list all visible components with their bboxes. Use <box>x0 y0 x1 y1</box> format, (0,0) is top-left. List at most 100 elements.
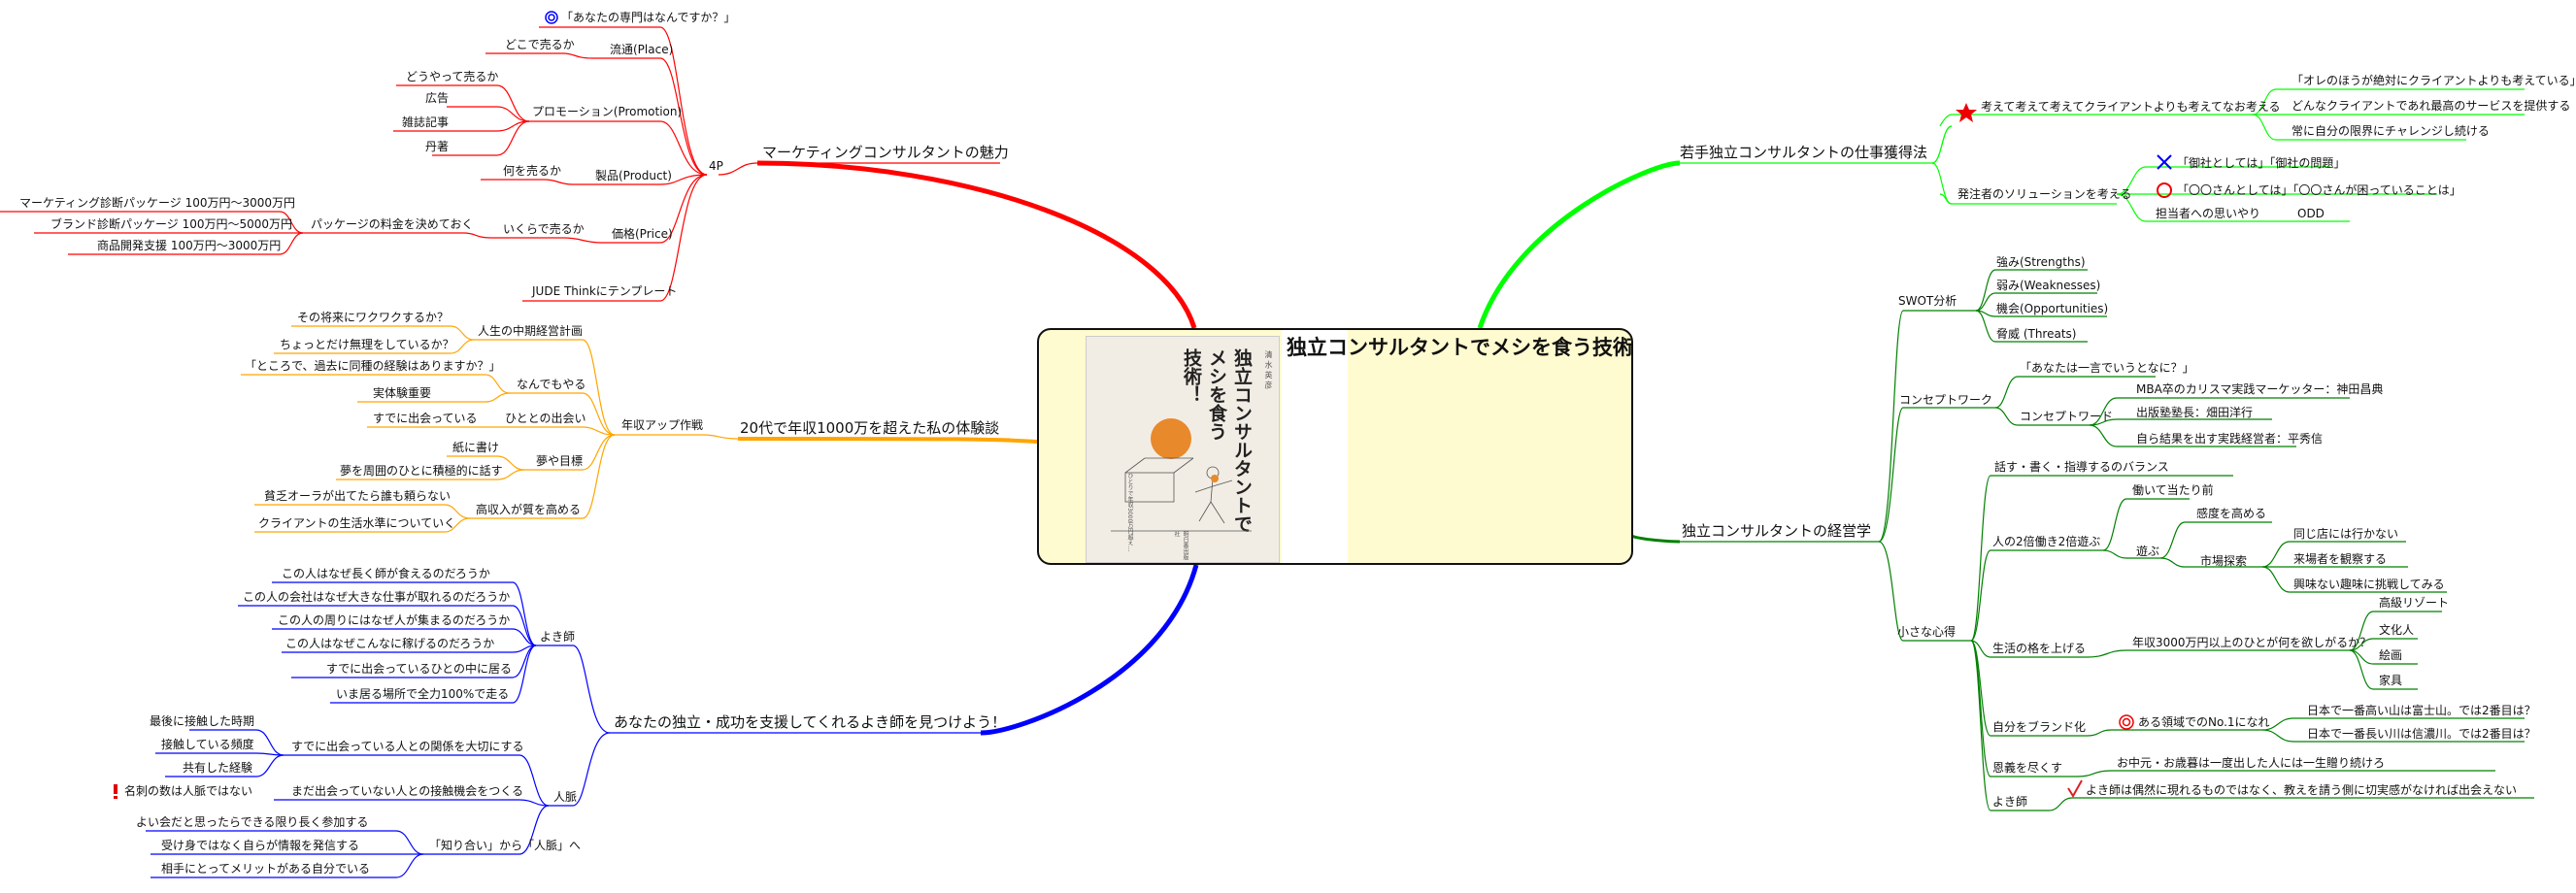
central-topic-title[interactable]: 独立コンサルタントでメシを食う技術！ <box>1287 336 1633 359</box>
market-item[interactable]: 興味ない趣味に挑戦してみる <box>2293 577 2445 591</box>
price-label[interactable]: 価格(Price) <box>612 226 673 241</box>
place-question[interactable]: どこで売るか <box>505 37 575 51</box>
central-topic[interactable]: 独立コンサルタントで メシを食う 技術！ 清 水 英 彦 ひとりで年収3000万… <box>1037 328 1633 565</box>
package-item[interactable]: ブランド診断パッケージ 100万円～5000万円 <box>50 216 292 231</box>
think-label[interactable]: 考えて考えて考えてクライアントよりも考えてなお考える <box>1981 100 2281 114</box>
dream-label[interactable]: 夢や目標 <box>536 454 583 468</box>
courtesy-item[interactable]: お中元・お歳暮は一度出した人には一生贈り続けろ <box>2117 755 2385 770</box>
concept-word-label[interactable]: コンセプトワード <box>2020 410 2113 423</box>
price-question[interactable]: いくらで売るか <box>503 221 585 236</box>
sense-label[interactable]: 感度を高める <box>2196 506 2266 520</box>
concept-label[interactable]: コンセプトワーク <box>1899 393 1992 407</box>
promotion-item[interactable]: 丹著 <box>425 140 449 153</box>
met-item[interactable]: 最後に接触した時期 <box>150 713 254 728</box>
concept-item[interactable]: 出版塾塾長：畑田洋行 <box>2136 405 2253 419</box>
life-item[interactable]: 絵画 <box>2379 647 2402 662</box>
meet-item[interactable]: すでに出会っている <box>373 412 478 425</box>
anything-item[interactable]: 実体験重要 <box>373 385 431 400</box>
jude-label[interactable]: JUDE Thinkにテンプレート <box>531 284 677 298</box>
fourp-label[interactable]: 4P <box>709 159 723 173</box>
solution-item[interactable]: 「御社としては」「御社の問題」 <box>2177 155 2345 170</box>
met-item[interactable]: 接触している頻度 <box>161 737 254 751</box>
dream-item[interactable]: 夢を周囲のひとに積極的に話す <box>340 463 503 478</box>
notmet-label[interactable]: まだ出会っていない人との接触機会をつくる <box>291 783 523 798</box>
highincome-item[interactable]: 貧乏オーラが出てたら誰も頼らない <box>264 488 451 503</box>
good-mentor-item[interactable]: すでに出会っているひとの中に居る <box>326 661 512 676</box>
concept-question[interactable]: 「あなたは一言でいうとなに？」 <box>2020 361 2194 375</box>
tojin-item[interactable]: よい会だと思ったらできる限り長く参加する <box>136 814 368 829</box>
life-item[interactable]: 家具 <box>2379 673 2402 687</box>
mentor-item[interactable]: よき師は偶然に現れるものではなく、教えを請う側に切実感がなければ出会えない <box>2086 782 2517 797</box>
courtesy-label[interactable]: 恩義を尽くす <box>1992 760 2062 775</box>
odd-label[interactable]: ODD <box>2297 207 2325 220</box>
mind-label[interactable]: 小さな心得 <box>1897 624 1956 639</box>
place-label[interactable]: 流通(Place) <box>610 43 673 56</box>
swot-item[interactable]: 機会(Opportunities) <box>1996 301 2108 315</box>
anything-label[interactable]: なんでもやる <box>517 378 585 391</box>
care-label[interactable]: 担当者への思いやり <box>2156 207 2260 220</box>
swot-item[interactable]: 弱み(Weaknesses) <box>1996 279 2100 292</box>
good-mentor-item[interactable]: この人の会社はなぜ大きな仕事が取れるのだろうか <box>243 589 510 604</box>
income-up-label[interactable]: 年収アップ作戦 <box>621 418 703 432</box>
met-label[interactable]: すでに出会っている人との関係を大切にする <box>291 740 524 753</box>
solution-label[interactable]: 発注者のソリューションを考える <box>1957 186 2131 201</box>
good-mentor-label[interactable]: よき師 <box>540 630 575 644</box>
network-label[interactable]: 人脈 <box>553 790 577 804</box>
met-item[interactable]: 共有した経験 <box>183 760 252 775</box>
midterm-item[interactable]: ちょっとだけ無理をしているか？ <box>280 337 454 351</box>
highincome-item[interactable]: クライアントの生活水準についていく <box>258 515 455 530</box>
solution-item[interactable]: 「〇〇さんとしては」「〇〇さんが困っていることは」 <box>2177 182 2461 197</box>
meet-label[interactable]: ひととの出会い <box>505 412 586 425</box>
tojin-label[interactable]: 「知り合い」から「人脈」へ <box>429 838 581 852</box>
play-label[interactable]: 遊ぶ <box>2136 544 2159 558</box>
life-item[interactable]: 文化人 <box>2379 622 2414 637</box>
market-label[interactable]: 市場探索 <box>2200 553 2247 568</box>
midterm-label[interactable]: 人生の中期経営計画 <box>478 323 583 338</box>
market-item[interactable]: 同じ店には行かない <box>2293 527 2398 541</box>
product-label[interactable]: 製品(Product) <box>595 169 672 182</box>
branch-management-label[interactable]: 独立コンサルタントの経営学 <box>1682 522 1871 540</box>
swot-item[interactable]: 脅威 (Threats) <box>1996 326 2076 341</box>
concept-item[interactable]: 自ら結果を出す実践経営者：平秀信 <box>2136 431 2323 446</box>
work-label[interactable]: 働いて当たり前 <box>2132 482 2214 497</box>
mentor-label[interactable]: よき師 <box>1992 795 2027 809</box>
branch-marketing-label[interactable]: マーケティングコンサルタントの魅力 <box>762 144 1009 161</box>
package-label[interactable]: パッケージの料金を決めておく <box>311 216 473 231</box>
double-label[interactable]: 人の2倍働き2倍遊ぶ <box>1992 534 2100 548</box>
branch-young-label[interactable]: 若手独立コンサルタントの仕事獲得法 <box>1680 144 1927 161</box>
swot-label[interactable]: SWOT分析 <box>1898 294 1957 308</box>
no1-item[interactable]: 日本で一番高い山は富士山。では2番目は？ <box>2307 703 2536 717</box>
think-item[interactable]: 「オレのほうが絶対にクライアントよりも考えている」 <box>2292 73 2576 87</box>
package-item[interactable]: マーケティング診断パッケージ 100万円～3000万円 <box>19 195 295 210</box>
life-label[interactable]: 生活の格を上げる <box>1992 641 2086 655</box>
life-item[interactable]: 高級リゾート <box>2379 595 2449 610</box>
good-mentor-item[interactable]: この人はなぜ長く師が食えるのだろうか <box>282 566 490 580</box>
good-mentor-item[interactable]: いま居る場所で全力100%で走る <box>336 686 509 701</box>
life-question[interactable]: 年収3000万円以上のひとが何を欲しがるか？ <box>2132 635 2371 649</box>
promotion-item[interactable]: 広告 <box>425 91 449 105</box>
promotion-label[interactable]: プロモーション(Promotion) <box>532 105 682 118</box>
anything-item[interactable]: 「ところで、過去に同種の経験はありますか？」 <box>245 358 501 373</box>
promotion-item[interactable]: どうやって売るか <box>406 69 498 83</box>
tojin-item[interactable]: 相手にとってメリットがある自分でいる <box>161 861 370 876</box>
package-item[interactable]: 商品開発支援 100万円～3000万円 <box>97 238 281 252</box>
product-question[interactable]: 何を売るか <box>503 163 561 178</box>
swot-item[interactable]: 強み(Strengths) <box>1996 255 2086 269</box>
brand-label[interactable]: 自分をブランド化 <box>1992 719 2086 734</box>
midterm-item[interactable]: その将来にワクワクするか？ <box>297 311 449 324</box>
think-item[interactable]: どんなクライアントであれ最高のサービスを提供する <box>2292 98 2570 113</box>
speciality-label[interactable]: 「あなたの専門はなんですか？」 <box>561 11 735 24</box>
good-mentor-item[interactable]: この人はなぜこんなに稼げるのだろうか <box>285 636 494 650</box>
good-mentor-item[interactable]: この人の周りにはなぜ人が集まるのだろうか <box>278 612 510 627</box>
branch-experience-label[interactable]: 20代で年収1000万を超えた私の体験談 <box>740 419 999 437</box>
balance-label[interactable]: 話す・書く・指導するのバランス <box>1994 459 2169 474</box>
highincome-label[interactable]: 高収入が質を高める <box>476 502 581 516</box>
market-item[interactable]: 来場者を観察する <box>2293 552 2387 566</box>
tojin-item[interactable]: 受け身ではなく自らが情報を発信する <box>161 838 359 852</box>
branch-mentor-label[interactable]: あなたの独立・成功を支援してくれるよき師を見つけよう！ <box>614 713 1006 731</box>
cards-label[interactable]: 名刺の数は人脈ではない <box>124 783 252 798</box>
no1-label[interactable]: ある領域でのNo.1になれ <box>2138 714 2270 729</box>
concept-item[interactable]: MBA卒のカリスマ実践マーケッター：神田昌典 <box>2136 381 2383 396</box>
no1-item[interactable]: 日本で一番長い川は信濃川。では2番目は？ <box>2307 727 2536 741</box>
think-item[interactable]: 常に自分の限界にチャレンジし続ける <box>2292 124 2490 138</box>
